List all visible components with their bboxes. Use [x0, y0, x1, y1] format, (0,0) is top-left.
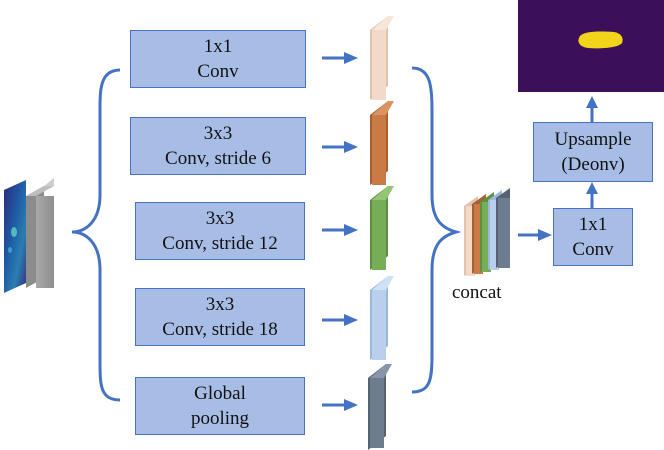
branch-box-2: 3x3 Conv, stride 6	[130, 117, 306, 175]
branch-arrows	[322, 52, 358, 411]
branch-3-line2: Conv, stride 12	[162, 233, 278, 254]
concat-stack	[464, 188, 510, 276]
branch-box-5: Global pooling	[135, 377, 305, 435]
upsample-line2: (Deonv)	[561, 154, 625, 175]
branch-feature-2	[370, 101, 394, 185]
branch-5-line1: Global	[194, 383, 246, 404]
branch-4-line2: Conv, stride 18	[162, 319, 278, 340]
output-conv-line2: Conv	[572, 239, 614, 260]
branch-box-1: 1x1 Conv	[130, 30, 306, 88]
branch-arrow-5	[322, 399, 358, 411]
output-conv-line1: 1x1	[578, 214, 608, 235]
branch-5-line2: pooling	[190, 408, 250, 429]
upsample-box: Upsample (Deonv)	[533, 122, 653, 182]
left-brace	[71, 68, 121, 402]
output-conv-box: 1x1 Conv	[553, 208, 633, 266]
branch-4-line1: 3x3	[205, 294, 235, 315]
branch-arrow-1	[322, 52, 358, 64]
right-brace	[411, 66, 462, 394]
branch-feature-3	[370, 186, 394, 270]
output-mask	[518, 0, 664, 92]
branch-arrow-2	[322, 141, 358, 153]
concat-to-conv-arrow	[518, 229, 552, 241]
upsample-line1: Upsample	[554, 129, 632, 150]
branch-1-line2: Conv	[197, 61, 239, 82]
branch-2-line2: Conv, stride 6	[165, 148, 271, 169]
branch-feature-4	[370, 276, 394, 360]
branch-arrow-3	[322, 224, 358, 236]
branch-feature-5	[368, 364, 392, 450]
branch-3-line1: 3x3	[205, 208, 235, 229]
branch-box-3: 3x3 Conv, stride 12	[135, 202, 305, 260]
concat-label: concat	[452, 282, 502, 303]
branch-box-4: 3x3 Conv, stride 18	[135, 288, 305, 346]
branch-arrow-4	[322, 314, 358, 326]
branch-feature-1	[370, 16, 394, 100]
branch-1-line1: 1x1	[203, 36, 233, 57]
upsample-to-mask-arrow	[586, 96, 598, 122]
conv-to-upsample-arrow	[586, 182, 598, 208]
input-feature-map	[4, 178, 54, 293]
branch-2-line1: 3x3	[203, 123, 233, 144]
